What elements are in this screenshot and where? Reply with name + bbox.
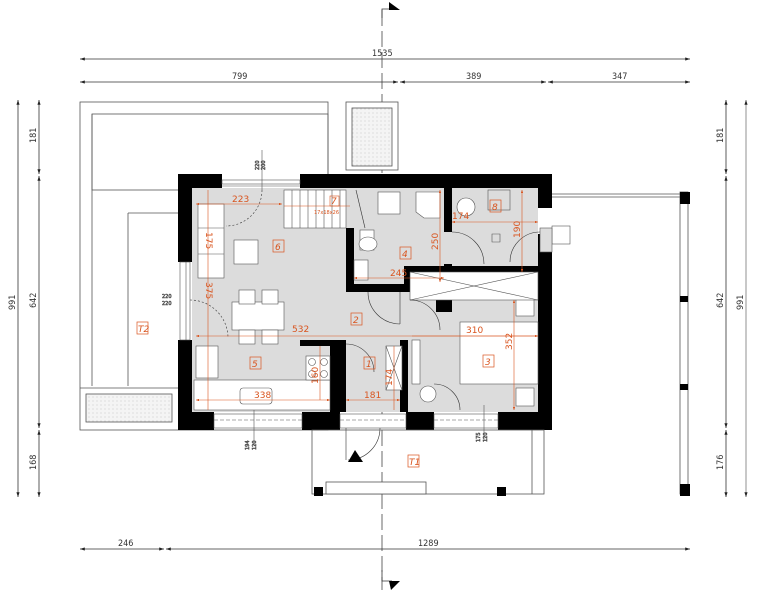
dim-bedroom-width: 310 <box>466 326 483 336</box>
pergola <box>552 191 690 496</box>
terrace-t1: T1 <box>311 429 545 496</box>
left-window-mark-1: 220 <box>162 294 172 300</box>
dim-right-seg-1: 181 <box>716 128 726 143</box>
room-label-2: 2 <box>353 316 359 326</box>
dim-left-seg-1: 181 <box>29 128 39 143</box>
dim-top-seg-2: 389 <box>466 72 481 82</box>
fridge <box>195 345 219 379</box>
top-window-mark-2: 200 <box>261 160 267 170</box>
dining-table <box>231 301 285 331</box>
dim-top-seg-1: 799 <box>232 72 247 82</box>
room-label-4: 4 <box>402 250 408 260</box>
dim-kitchen-counter: 160 <box>311 367 321 384</box>
sofa <box>197 203 225 279</box>
dim-utility-height: 190 <box>513 221 523 238</box>
washing-machine <box>456 197 476 217</box>
section-arrow-top-icon <box>389 2 400 10</box>
top-window-mark-1: 220 <box>255 160 261 170</box>
dim-left-seg-3: 168 <box>29 455 39 470</box>
dim-living-height: 375 <box>203 282 213 299</box>
room-label-6: 6 <box>275 243 281 253</box>
dim-bottom-seg-1: 246 <box>118 539 133 549</box>
interior-dim-labels: 223 175 375 532 338 160 245 250 174 190 … <box>203 195 523 401</box>
room-label-t2: T2 <box>138 325 149 335</box>
dim-vestibule-width: 181 <box>364 391 381 401</box>
bottom-dimensions: 246 1289 <box>80 539 690 551</box>
dim-right-seg-2: 642 <box>716 293 726 308</box>
dim-utility-width: 174 <box>452 212 469 222</box>
dim-hall-width: 532 <box>292 325 309 335</box>
room-label-3: 3 <box>485 358 491 368</box>
dim-bath-width: 245 <box>390 269 407 279</box>
room-label-8: 8 <box>492 203 498 213</box>
section-arrow-bottom-icon <box>389 581 400 590</box>
planter-box <box>85 393 173 423</box>
top-dimensions: 1535 799 389 347 <box>80 49 690 84</box>
furniture <box>193 189 539 411</box>
dim-closet: 174 <box>385 369 395 386</box>
dim-bottom-seg-2: 1289 <box>418 539 439 549</box>
dim-left-seg-2: 642 <box>29 293 39 308</box>
dim-right-total: 991 <box>736 295 746 310</box>
bed <box>459 321 539 385</box>
left-window-mark-2: 220 <box>162 301 172 307</box>
bedroom-window-mark-2: 120 <box>483 432 489 442</box>
dim-right-seg-3: 176 <box>716 455 726 470</box>
coffee-table <box>233 239 259 265</box>
nightstand <box>515 387 535 407</box>
entrance-arrow-icon <box>348 450 363 462</box>
room-label-t1: T1 <box>409 458 420 468</box>
windows: 220 200 220 220 194 120 175 120 <box>162 150 571 450</box>
bathroom-sink <box>353 259 369 281</box>
dim-living-width: 223 <box>232 195 249 205</box>
stairs: 7 17x18x26 <box>283 189 366 229</box>
dim-kitchen-width: 338 <box>254 391 271 401</box>
shower <box>415 191 441 219</box>
room-label-7: 7 <box>331 197 337 207</box>
bedroom-window-mark-1: 175 <box>476 432 482 442</box>
dim-left-total: 991 <box>8 295 18 310</box>
kitchen-window-mark-2: 120 <box>252 440 258 450</box>
dim-top-seg-3: 347 <box>612 72 627 82</box>
stove <box>305 355 331 381</box>
room-labels: 1 2 3 4 5 6 8 <box>249 199 502 370</box>
kitchen-window-mark-1: 194 <box>245 440 251 450</box>
room-label-5: 5 <box>252 360 258 370</box>
planter-top <box>345 101 399 171</box>
left-dimensions: 991 181 642 168 <box>8 100 41 497</box>
interior-dimensions <box>196 190 538 410</box>
dim-living-sofa: 175 <box>203 232 213 249</box>
room-label-1: 1 <box>366 360 372 370</box>
stair-note: 17x18x26 <box>314 210 339 216</box>
nightstand <box>515 297 535 317</box>
right-dimensions: 991 181 642 176 <box>716 100 748 497</box>
dim-bedroom-height: 352 <box>505 333 515 350</box>
dim-bath-height: 250 <box>431 233 441 250</box>
dim-top-total: 1535 <box>372 49 393 59</box>
walls <box>178 174 552 430</box>
toilet <box>358 236 378 252</box>
